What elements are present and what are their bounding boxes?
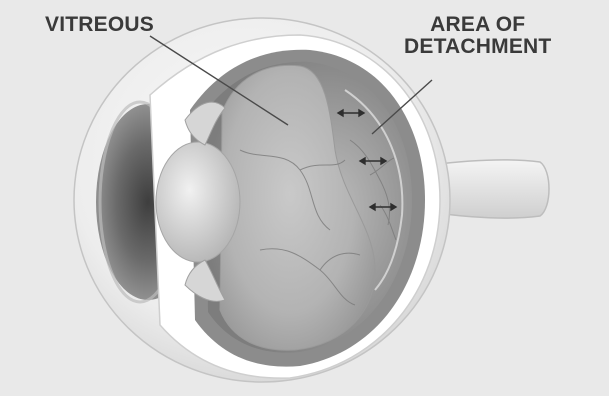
- area-of-detachment-label: AREA OF DETACHMENT: [404, 14, 551, 58]
- detachment-label-line-2: DETACHMENT: [404, 36, 551, 58]
- vitreous-label: VITREOUS: [45, 14, 154, 36]
- lens: [156, 142, 240, 262]
- detachment-label-line-1: AREA OF: [404, 14, 551, 36]
